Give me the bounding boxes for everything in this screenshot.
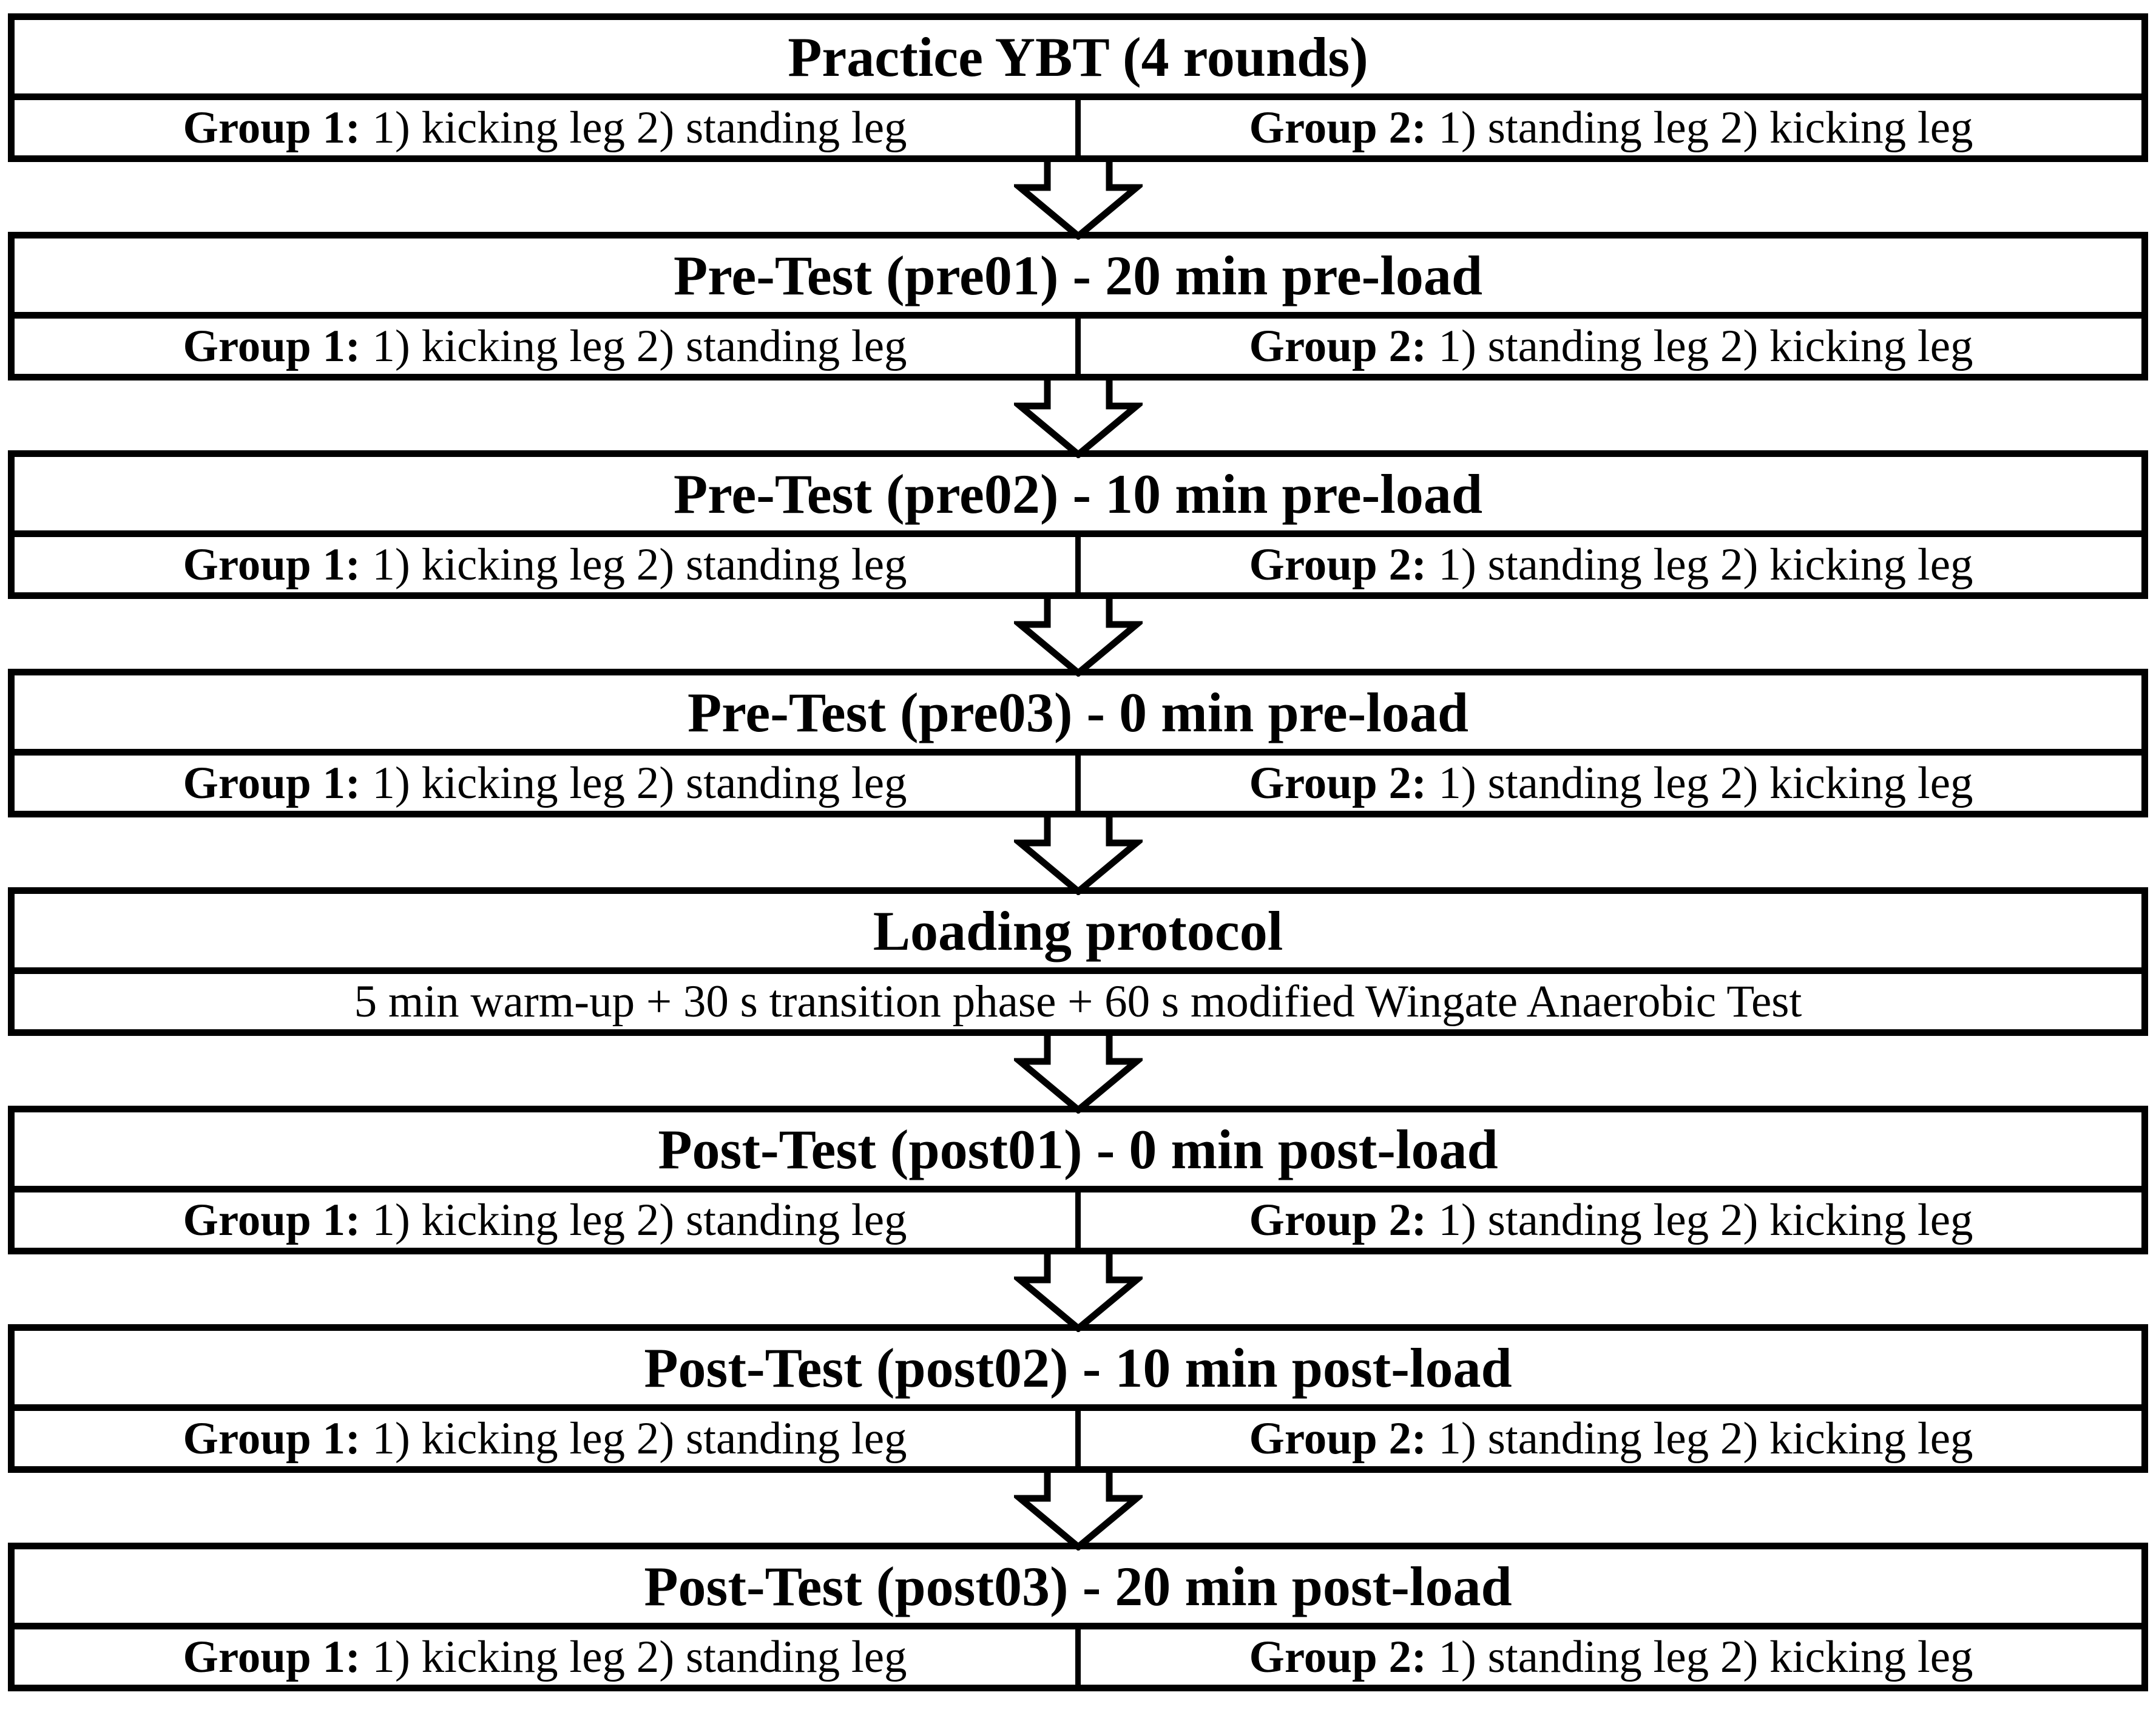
group1-label: Group 1: <box>183 1413 360 1464</box>
stage-groups-row: Group 1:1) kicking leg 2) standing leg G… <box>15 537 2141 592</box>
group1-cell: Group 1:1) kicking leg 2) standing leg <box>15 756 1075 811</box>
group2-label: Group 2: <box>1249 1413 1427 1464</box>
group2-label: Group 2: <box>1249 321 1427 371</box>
stage-title: Pre-Test (pre02) - 10 min pre-load <box>15 457 2141 537</box>
down-arrow-icon <box>1013 817 1143 895</box>
stage-title: Post-Test (post02) - 10 min post-load <box>15 1331 2141 1411</box>
group2-cell: Group 2:1) standing leg 2) kicking leg <box>1075 1192 2141 1248</box>
group1-cell: Group 1:1) kicking leg 2) standing leg <box>15 100 1075 155</box>
group1-cell: Group 1:1) kicking leg 2) standing leg <box>15 1192 1075 1248</box>
group1-label: Group 1: <box>183 321 360 371</box>
group1-label: Group 1: <box>183 103 360 153</box>
down-arrow-icon <box>1013 381 1143 458</box>
stage-title: Pre-Test (pre01) - 20 min pre-load <box>15 238 2141 319</box>
arrow-gap <box>0 817 2156 895</box>
stage-practice-ybt: Practice YBT (4 rounds) Group 1:1) kicki… <box>8 13 2148 162</box>
down-arrow-icon <box>1013 162 1143 240</box>
arrow-gap <box>0 162 2156 240</box>
group2-label: Group 2: <box>1249 758 1427 808</box>
group2-cell: Group 2:1) standing leg 2) kicking leg <box>1075 319 2141 374</box>
group1-text: 1) kicking leg 2) standing leg <box>372 103 907 153</box>
arrow-gap <box>0 1254 2156 1332</box>
group2-text: 1) standing leg 2) kicking leg <box>1438 1413 1973 1464</box>
stage-groups-row: Group 1:1) kicking leg 2) standing leg G… <box>15 1192 2141 1248</box>
group2-label: Group 2: <box>1249 103 1427 153</box>
group2-text: 1) standing leg 2) kicking leg <box>1438 103 1973 153</box>
stage-post-test-post03: Post-Test (post03) - 20 min post-load Gr… <box>8 1543 2148 1691</box>
stage-pre-test-pre03: Pre-Test (pre03) - 0 min pre-load Group … <box>8 669 2148 817</box>
stage-title: Practice YBT (4 rounds) <box>15 20 2141 100</box>
group1-label: Group 1: <box>183 758 360 808</box>
arrow-gap <box>0 381 2156 458</box>
loading-detail: 5 min warm-up + 30 s transition phase + … <box>15 974 2141 1029</box>
stage-detail-row: 5 min warm-up + 30 s transition phase + … <box>15 974 2141 1029</box>
group1-text: 1) kicking leg 2) standing leg <box>372 540 907 590</box>
group2-text: 1) standing leg 2) kicking leg <box>1438 1632 1973 1682</box>
group2-cell: Group 2:1) standing leg 2) kicking leg <box>1075 537 2141 592</box>
group1-cell: Group 1:1) kicking leg 2) standing leg <box>15 1411 1075 1466</box>
stage-pre-test-pre01: Pre-Test (pre01) - 20 min pre-load Group… <box>8 232 2148 381</box>
group1-text: 1) kicking leg 2) standing leg <box>372 1195 907 1245</box>
down-arrow-icon <box>1013 1036 1143 1114</box>
stage-groups-row: Group 1:1) kicking leg 2) standing leg G… <box>15 1629 2141 1685</box>
stage-title: Pre-Test (pre03) - 0 min pre-load <box>15 675 2141 756</box>
stage-post-test-post02: Post-Test (post02) - 10 min post-load Gr… <box>8 1324 2148 1473</box>
group1-label: Group 1: <box>183 540 360 590</box>
group2-text: 1) standing leg 2) kicking leg <box>1438 1195 1973 1245</box>
down-arrow-icon <box>1013 599 1143 677</box>
arrow-gap <box>0 1036 2156 1114</box>
stage-groups-row: Group 1:1) kicking leg 2) standing leg G… <box>15 1411 2141 1466</box>
stage-title: Post-Test (post03) - 20 min post-load <box>15 1549 2141 1629</box>
down-arrow-icon <box>1013 1254 1143 1332</box>
group1-label: Group 1: <box>183 1195 360 1245</box>
group1-label: Group 1: <box>183 1632 360 1682</box>
group2-cell: Group 2:1) standing leg 2) kicking leg <box>1075 1411 2141 1466</box>
group2-label: Group 2: <box>1249 1195 1427 1245</box>
group1-text: 1) kicking leg 2) standing leg <box>372 321 907 371</box>
group1-text: 1) kicking leg 2) standing leg <box>372 1632 907 1682</box>
group2-label: Group 2: <box>1249 1632 1427 1682</box>
group2-text: 1) standing leg 2) kicking leg <box>1438 758 1973 808</box>
group1-cell: Group 1:1) kicking leg 2) standing leg <box>15 319 1075 374</box>
group2-cell: Group 2:1) standing leg 2) kicking leg <box>1075 100 2141 155</box>
arrow-gap <box>0 1473 2156 1551</box>
stage-post-test-post01: Post-Test (post01) - 0 min post-load Gro… <box>8 1106 2148 1254</box>
stage-title: Loading protocol <box>15 894 2141 974</box>
group2-cell: Group 2:1) standing leg 2) kicking leg <box>1075 756 2141 811</box>
stage-groups-row: Group 1:1) kicking leg 2) standing leg G… <box>15 756 2141 811</box>
stage-title: Post-Test (post01) - 0 min post-load <box>15 1112 2141 1192</box>
group1-text: 1) kicking leg 2) standing leg <box>372 758 907 808</box>
down-arrow-icon <box>1013 1473 1143 1551</box>
stage-groups-row: Group 1:1) kicking leg 2) standing leg G… <box>15 319 2141 374</box>
group1-text: 1) kicking leg 2) standing leg <box>372 1413 907 1464</box>
stage-groups-row: Group 1:1) kicking leg 2) standing leg G… <box>15 100 2141 155</box>
arrow-gap <box>0 599 2156 677</box>
group2-text: 1) standing leg 2) kicking leg <box>1438 540 1973 590</box>
loading-detail-text: 5 min warm-up + 30 s transition phase + … <box>354 976 1802 1027</box>
group2-text: 1) standing leg 2) kicking leg <box>1438 321 1973 371</box>
group2-cell: Group 2:1) standing leg 2) kicking leg <box>1075 1629 2141 1685</box>
group1-cell: Group 1:1) kicking leg 2) standing leg <box>15 1629 1075 1685</box>
stage-loading-protocol: Loading protocol 5 min warm-up + 30 s tr… <box>8 887 2148 1036</box>
stage-pre-test-pre02: Pre-Test (pre02) - 10 min pre-load Group… <box>8 450 2148 599</box>
group2-label: Group 2: <box>1249 540 1427 590</box>
group1-cell: Group 1:1) kicking leg 2) standing leg <box>15 537 1075 592</box>
